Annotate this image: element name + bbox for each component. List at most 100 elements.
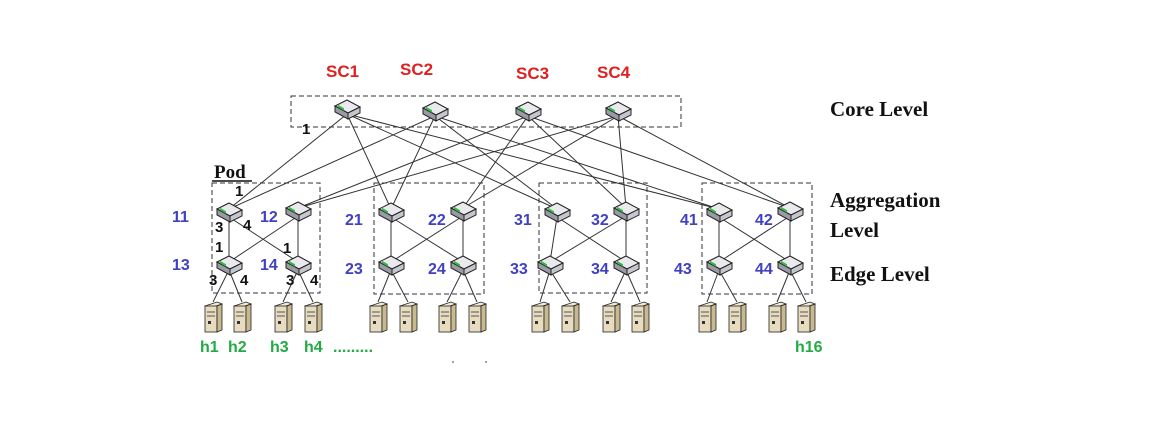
core-label-sc4: SC4 [597, 63, 631, 82]
agg-switch-42 [776, 201, 805, 222]
core-switch-sc3 [514, 101, 543, 122]
agg-edge-link [556, 216, 627, 263]
core-agg-link [527, 115, 627, 209]
core-agg-link [434, 115, 558, 210]
switch-label-41: 41 [680, 212, 698, 229]
core-agg-link [228, 113, 348, 210]
edge-host-link [212, 269, 230, 303]
core-agg-link [527, 115, 791, 209]
port-label-edge2-up: 1 [283, 240, 291, 257]
core-agg-link [346, 113, 558, 210]
host-5 [368, 301, 389, 333]
edge-host-link [706, 269, 720, 303]
switch-label-42: 42 [755, 212, 773, 229]
host-label-h2: h2 [228, 339, 247, 356]
host-15 [767, 301, 788, 333]
port-label-agg-4: 4 [243, 217, 252, 234]
core-agg-link [617, 115, 791, 209]
host-label-h1: h1 [200, 339, 219, 356]
switch-label-31: 31 [514, 212, 532, 229]
host-9 [530, 301, 551, 333]
agg-switch-11 [215, 202, 244, 223]
core-agg-link [297, 115, 529, 209]
edge-switch-14 [284, 255, 313, 276]
edge-host-link [789, 269, 807, 303]
agg-edge-link [549, 215, 627, 263]
core-label-sc3: SC3 [516, 64, 549, 83]
edge-switch-23 [377, 255, 406, 276]
edge-host-link [462, 269, 478, 303]
edge-level-label: Edge Level [830, 262, 930, 286]
port-label-edge-4: 4 [240, 272, 249, 289]
core-agg-link [617, 115, 627, 209]
switch-label-21: 21 [345, 212, 363, 229]
edge-host-link [377, 269, 392, 303]
agg-switch-32 [612, 201, 641, 222]
edge-host-link [549, 269, 571, 303]
links-layer [212, 113, 807, 303]
edge-switch-33 [536, 255, 565, 276]
agg-switch-41 [705, 202, 734, 223]
edge-switch-13 [215, 255, 244, 276]
host-6 [398, 301, 419, 333]
switch-label-11: 11 [172, 209, 189, 226]
host-13 [697, 301, 718, 333]
port-label-edge2-4: 4 [310, 272, 319, 289]
edge-host-link [282, 269, 299, 303]
aggregation-level-label: Aggregation [830, 188, 941, 212]
edge-host-link [718, 269, 738, 303]
edge-host-link [610, 269, 627, 303]
agg-switch-12 [284, 201, 313, 222]
edge-host-link [390, 269, 409, 303]
port-label-edge-3: 3 [209, 272, 217, 289]
port-label-core: 1 [302, 121, 310, 138]
edge-host-link [539, 269, 551, 303]
switch-label-44: 44 [755, 261, 773, 278]
core-agg-link [297, 115, 619, 209]
edge-host-link [297, 269, 314, 303]
switch-label-34: 34 [591, 261, 609, 278]
port-label-agg-up: 1 [235, 183, 243, 200]
switch-label-14: 14 [260, 257, 278, 274]
switch-label-13: 13 [172, 257, 190, 274]
pod-box-3 [538, 182, 648, 294]
host-2 [232, 301, 253, 333]
core-agg-link [346, 113, 720, 210]
core-label-sc1: SC1 [326, 62, 359, 81]
port-label-agg-3: 3 [215, 219, 223, 236]
port-label-edge2-3: 3 [286, 272, 294, 289]
edge-host-link [446, 269, 464, 303]
host-label-dots: ......... [333, 339, 373, 356]
port-label-edge-up: 1 [215, 239, 223, 256]
host-label-h3: h3 [270, 339, 289, 356]
core-group-box [290, 95, 682, 128]
edge-host-link [776, 269, 791, 303]
aggregation-level-label-2: Level [830, 218, 879, 242]
core-switch-sc4 [604, 101, 633, 122]
switch-label-24: 24 [428, 261, 446, 278]
edge-switch-43 [705, 255, 734, 276]
hosts-layer [203, 301, 817, 333]
pod-box-1 [211, 182, 321, 294]
host-label-h4: h4 [304, 339, 323, 356]
core-label-sc2: SC2 [400, 60, 433, 79]
agg-switch-22 [449, 201, 478, 222]
host-7 [437, 301, 458, 333]
host-3 [273, 301, 294, 333]
core-switch-sc2 [421, 101, 450, 122]
host-8 [467, 301, 488, 333]
agg-edge-link [390, 215, 464, 263]
core-agg-link [346, 113, 392, 210]
switch-label-23: 23 [345, 261, 363, 278]
host-1 [203, 301, 224, 333]
edge-switch-34 [612, 255, 641, 276]
agg-switch-21 [377, 202, 406, 223]
host-16 [796, 301, 817, 333]
core-agg-link [228, 115, 436, 210]
edge-switch-24 [449, 255, 478, 276]
host-label-h16: h16 [795, 339, 823, 356]
edge-host-link [228, 269, 243, 303]
switch-label-22: 22 [428, 212, 446, 229]
